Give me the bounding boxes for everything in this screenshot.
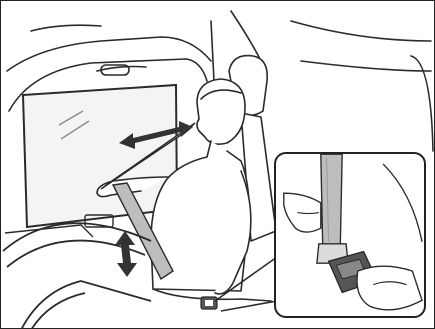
double-arrow-vertical-icon [115, 231, 137, 277]
seat-belt-buckle-icon [201, 297, 217, 309]
side-window [23, 85, 177, 227]
buckle-detail-inset [274, 152, 426, 318]
buckle-detail-drawing [276, 154, 424, 316]
